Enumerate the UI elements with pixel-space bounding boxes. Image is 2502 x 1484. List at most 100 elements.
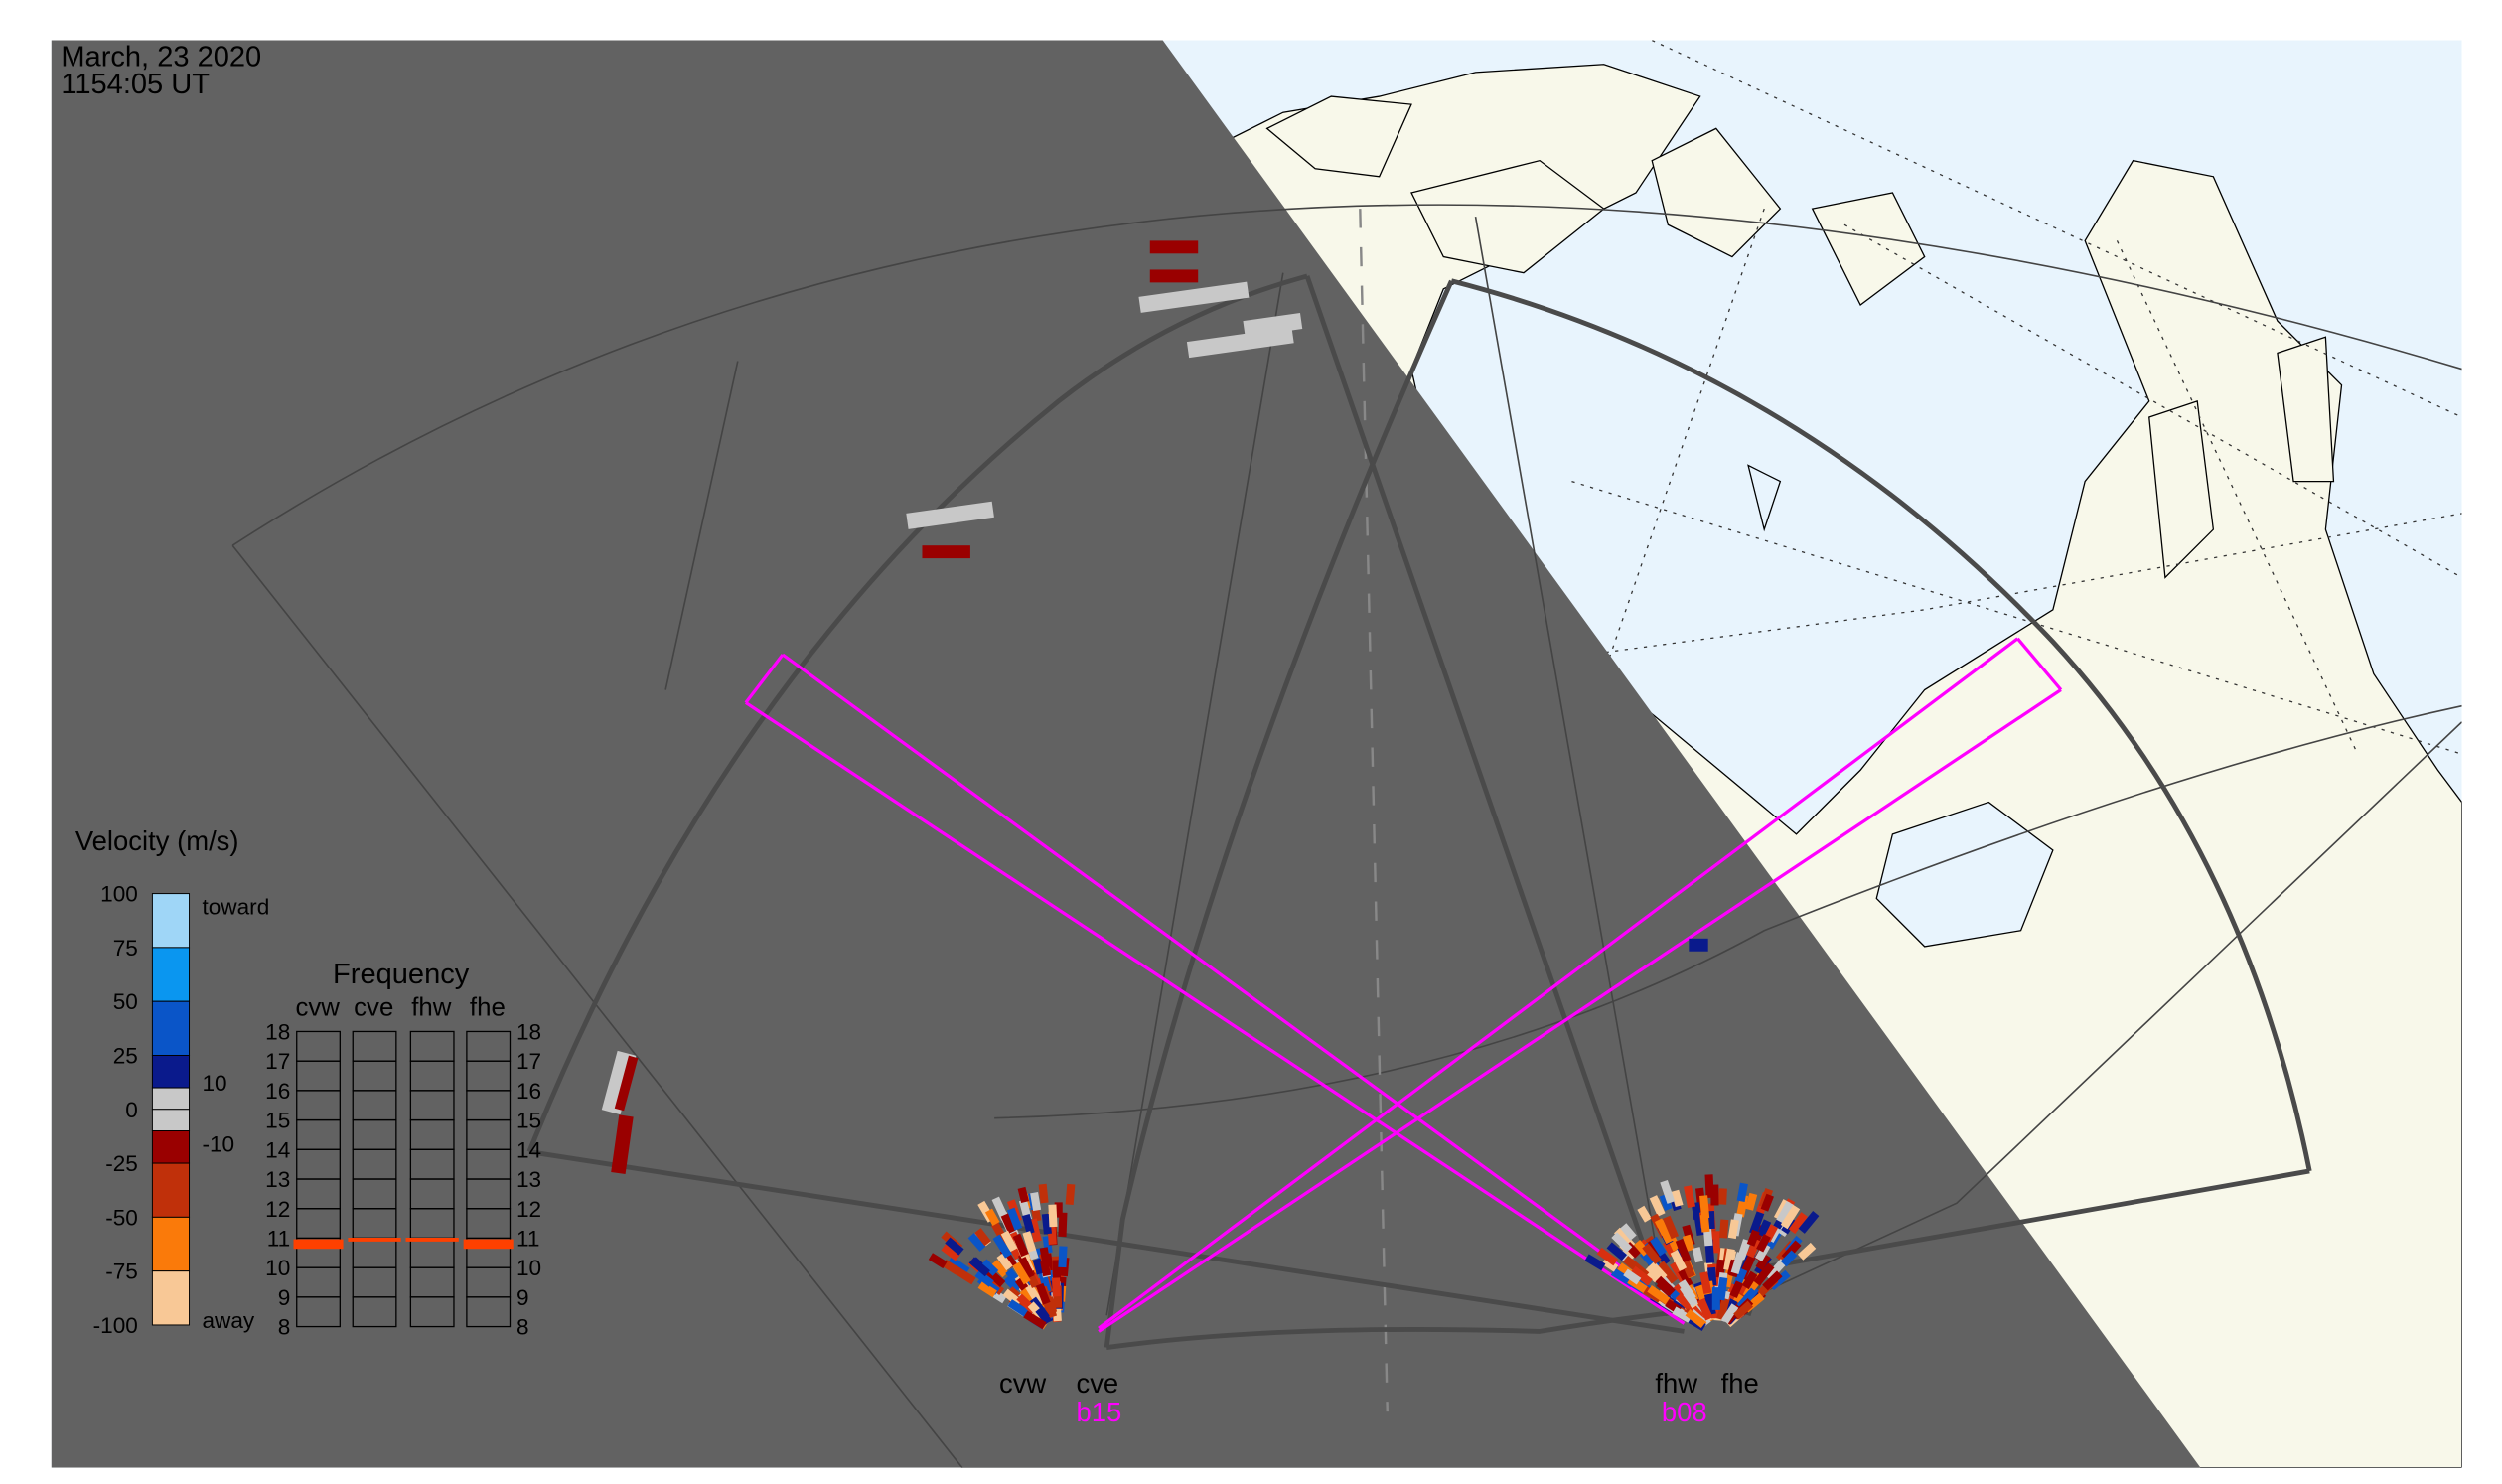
frequency-tick-right: 15: [516, 1109, 541, 1133]
scatter-cell: [1798, 1211, 1820, 1234]
backscatter-cells: [601, 240, 1820, 1331]
scatter-cell: [1023, 1310, 1047, 1330]
scatter-cell: [1753, 1262, 1775, 1286]
beam-fhw-b08: [744, 653, 1689, 1325]
scatter-cell: [1000, 1213, 1016, 1234]
colorbar-label-away: away: [202, 1308, 254, 1333]
time-label: 1154:05 UT: [61, 69, 210, 100]
scatter-cell: [1657, 1261, 1679, 1284]
scatter-cell: [1707, 1266, 1717, 1286]
colorbar-tick: 75: [113, 936, 138, 961]
scatter-cell: [1186, 327, 1294, 359]
beam-label-cve: b15: [1076, 1397, 1121, 1427]
dashed-meridian: [1359, 209, 1389, 1412]
scatter-cell: [974, 1228, 991, 1247]
frequency-radar-label: fhe: [470, 993, 506, 1021]
scatter-cell: [1584, 1254, 1606, 1271]
scatter-cell: [1006, 1207, 1023, 1231]
scatter-cell: [1765, 1259, 1787, 1281]
frequency-marker: [293, 1239, 344, 1250]
scatter-cell: [1025, 1283, 1044, 1307]
site-label-fhw: fhw: [1655, 1368, 1697, 1399]
scatter-cell: [1699, 1271, 1712, 1295]
colorbar-tick: 0: [125, 1098, 138, 1122]
frequency-tick-left: 17: [265, 1049, 290, 1074]
colorbar-tick: -25: [105, 1151, 138, 1176]
scatter-cell: [1746, 1238, 1761, 1259]
colorbar-segment: [151, 1087, 191, 1111]
colorbar-segment: [151, 893, 191, 949]
colorbar-tick: 50: [113, 989, 138, 1014]
scatter-cell: [1051, 1277, 1061, 1297]
scatter-cell: [980, 1259, 999, 1276]
scatter-cell: [1022, 1231, 1037, 1253]
frequency-radar-label: fhw: [411, 993, 452, 1021]
scatter-cell: [1736, 1182, 1748, 1202]
scatter-cell: [1711, 1287, 1720, 1310]
scatter-cell: [1611, 1232, 1633, 1254]
frequency-cell: [466, 1030, 512, 1062]
grid-lines: [1443, 40, 2462, 755]
colorbar-tick: -75: [105, 1260, 138, 1284]
frequency-title: Frequency: [333, 959, 470, 990]
scatter-cell: [1003, 1274, 1021, 1293]
scatter-cell: [947, 1256, 970, 1275]
scatter-cell: [1733, 1300, 1754, 1320]
scatter-cell: [1623, 1268, 1642, 1285]
scatter-cell: [1643, 1265, 1661, 1283]
scatter-cell: [1675, 1238, 1692, 1262]
scatter-cell: [1685, 1309, 1706, 1329]
scatter-cell: [1002, 1288, 1022, 1307]
scatter-cell: [1672, 1306, 1693, 1323]
date-label: March, 23 2020: [61, 41, 261, 73]
scatter-cell: [1755, 1243, 1771, 1261]
colorbar-segment: [151, 1162, 191, 1218]
scatter-cell: [1637, 1205, 1652, 1223]
scatter-cell: [992, 1234, 1012, 1259]
scatter-cell: [1647, 1284, 1671, 1305]
scatter-cell: [1757, 1219, 1772, 1238]
scatter-cell: [1650, 1236, 1667, 1257]
scatter-cell: [991, 1196, 1009, 1221]
scatter-cell: [1035, 1306, 1052, 1325]
frequency-tick-left: 10: [265, 1256, 290, 1280]
scatter-cell: [1659, 1193, 1673, 1212]
scatter-cell: [1741, 1270, 1758, 1290]
scatter-cell: [1649, 1195, 1665, 1215]
scatter-cell: [1760, 1193, 1774, 1212]
scatter-cell: [1660, 1179, 1676, 1204]
scatter-cell: [1065, 1183, 1076, 1206]
scatter-cell: [1797, 1242, 1817, 1261]
frequency-tick-right: 8: [516, 1315, 529, 1340]
colorbar-segment: [151, 1054, 191, 1089]
frequency-tick-right: 17: [516, 1049, 541, 1074]
scatter-cell: [984, 1208, 1000, 1226]
scatter-cell: [614, 1055, 639, 1112]
frequency-tick-right: 14: [516, 1137, 541, 1162]
site-label-cvw: cvw: [999, 1368, 1046, 1399]
beam-cve-b15: [1098, 637, 2063, 1333]
scatter-cell: [1699, 1214, 1710, 1233]
scatter-cell: [1730, 1252, 1745, 1275]
frequency-tick-left: 8: [278, 1315, 291, 1340]
frequency-marker: [405, 1237, 459, 1242]
site-label-fhe: fhe: [1721, 1368, 1759, 1399]
scatter-cell: [1780, 1250, 1798, 1267]
scatter-cell: [1746, 1229, 1760, 1247]
scatter-cell: [996, 1253, 1013, 1271]
frequency-tick-left: 11: [267, 1227, 290, 1252]
frequency-tick-left: 14: [265, 1137, 290, 1162]
scatter-cell: [1696, 1297, 1713, 1321]
colorbar-tick: 100: [100, 882, 138, 907]
scatter-cell: [1138, 281, 1250, 313]
scatter-cell: [1606, 1242, 1628, 1261]
scatter-cell: [1007, 1299, 1032, 1319]
colorbar-segment: [151, 1270, 191, 1326]
scatter-cell: [945, 1237, 964, 1256]
scatter-cell: [1762, 1270, 1783, 1291]
scatter-cell: [1780, 1204, 1801, 1230]
frequency-tick-right: 9: [516, 1285, 529, 1310]
